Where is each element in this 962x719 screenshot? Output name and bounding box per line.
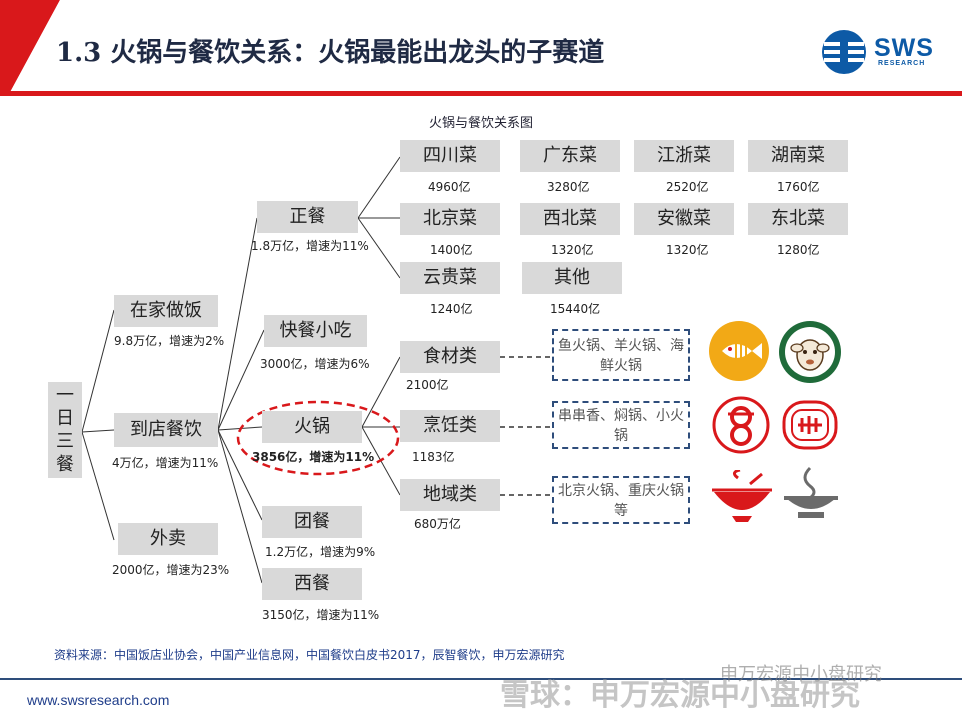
website-link[interactable]: www.swsresearch.com <box>27 692 170 708</box>
cuisine-label: 四川菜 <box>423 145 477 166</box>
hotpot-type-value: 680万亿 <box>414 517 461 531</box>
cuisine-value: 2520亿 <box>666 180 709 194</box>
node-label: 快餐小吃 <box>279 320 352 341</box>
hotpot-examples-ingredient: 鱼火锅、羊火锅、海鲜火锅 <box>552 329 690 381</box>
node-value: 3000亿，增速为6% <box>260 357 370 371</box>
cuisine-yungui: 云贵菜 <box>400 262 500 294</box>
cuisine-label: 西北菜 <box>543 208 597 229</box>
node-value: 3150亿，增速为11% <box>262 608 380 622</box>
diagram-title: 火锅与餐饮关系图 <box>428 116 533 131</box>
hotpot-type-label: 食材类 <box>423 346 477 367</box>
cuisine-label: 云贵菜 <box>423 267 477 288</box>
logo-text: SWS <box>874 34 934 62</box>
node-value: 2000亿，增速为23% <box>112 563 230 577</box>
page-title: 1.3 火锅与餐饮关系：火锅最能出龙头的子赛道 <box>56 38 605 68</box>
node-value: 1.8万亿，增速为11% <box>251 239 369 253</box>
cuisine-northwest: 西北菜 <box>520 203 620 235</box>
cuisine-other: 其他 <box>522 262 622 294</box>
node-label: 到店餐饮 <box>130 419 202 440</box>
hotpot-type-label: 地域类 <box>423 484 477 505</box>
node-dine-in: 到店餐饮 <box>114 413 218 447</box>
cuisine-anhui: 安徽菜 <box>634 203 734 235</box>
hotpot-type-ingredient: 食材类 <box>400 341 500 373</box>
node-home-cooking: 在家做饭 <box>114 295 218 327</box>
cuisine-label: 其他 <box>554 267 590 288</box>
cuisine-northeast: 东北菜 <box>748 203 848 235</box>
cuisine-value: 4960亿 <box>428 180 471 194</box>
root-node: 一日三餐 <box>48 382 82 478</box>
node-value: 1.2万亿，增速为9% <box>265 545 376 559</box>
hotpot-type-value: 2100亿 <box>406 378 449 392</box>
source-note: 资料来源：中国饭店业协会，中国产业信息网，中国餐饮白皮书2017，辰智餐饮，申万… <box>54 648 565 662</box>
cuisine-label: 江浙菜 <box>657 145 711 166</box>
cuisine-value: 1320亿 <box>551 243 594 257</box>
cuisine-label: 广东菜 <box>543 145 597 166</box>
node-value: 4万亿，增速为11% <box>112 456 219 470</box>
node-fast-food: 快餐小吃 <box>264 315 367 347</box>
cuisine-hunan: 湖南菜 <box>748 140 848 172</box>
chongqing-hotpot-logo-icon <box>784 466 838 518</box>
cuisine-sichuan: 四川菜 <box>400 140 500 172</box>
footer-rule <box>0 678 962 680</box>
header-band <box>0 0 962 96</box>
node-western-food: 西餐 <box>262 568 362 600</box>
node-value: 3856亿，增速为11% <box>252 450 375 464</box>
root-label: 一日三餐 <box>56 385 74 475</box>
cuisine-value: 3280亿 <box>547 180 590 194</box>
cuisine-guangdong: 广东菜 <box>520 140 620 172</box>
hotpot-examples-regional: 北京火锅、重庆火锅等 <box>552 476 690 524</box>
cuisine-label: 湖南菜 <box>771 145 825 166</box>
cuisine-label: 安徽菜 <box>657 208 711 229</box>
lamb-hotpot-logo-icon <box>779 321 841 383</box>
examples-text: 北京火锅、重庆火锅等 <box>558 483 684 519</box>
fish-hotpot-logo-icon <box>709 321 769 381</box>
node-formal-dining: 正餐 <box>257 201 358 233</box>
cuisine-label: 北京菜 <box>423 208 477 229</box>
hotpot-type-cooking: 烹饪类 <box>400 410 500 442</box>
watermark-text-small: 申万宏源中小盘研究 <box>720 664 882 685</box>
cuisine-label: 东北菜 <box>771 208 825 229</box>
cuisine-value: 1760亿 <box>777 180 820 194</box>
hotpot-type-label: 烹饪类 <box>423 415 477 436</box>
cuisine-value: 1280亿 <box>777 243 820 257</box>
cuisine-beijing: 北京菜 <box>400 203 500 235</box>
hotpot-examples-cooking: 串串香、焖锅、小火锅 <box>552 401 690 449</box>
node-label: 在家做饭 <box>130 300 202 321</box>
cuisine-value: 1240亿 <box>430 302 473 316</box>
node-value: 9.8万亿，增速为2% <box>114 334 225 348</box>
node-label: 西餐 <box>294 573 330 594</box>
cuisine-jiangzhe: 江浙菜 <box>634 140 734 172</box>
cuisine-value: 15440亿 <box>550 302 601 316</box>
node-group-meal: 团餐 <box>262 506 362 538</box>
node-label: 外卖 <box>150 528 186 549</box>
hotpot-type-value: 1183亿 <box>412 450 455 464</box>
header-red-rule <box>0 91 962 96</box>
node-takeout: 外卖 <box>118 523 218 555</box>
logo-subtext: RESEARCH <box>878 60 926 67</box>
watermark-text: 雪球：申万宏源中小盘研究 <box>500 678 860 713</box>
sws-logo-icon <box>822 30 866 74</box>
hotpot-highlight-ellipse <box>236 400 400 476</box>
node-hotpot: 火锅 <box>262 411 362 443</box>
header-decoration <box>0 0 962 96</box>
examples-text: 鱼火锅、羊火锅、海鲜火锅 <box>558 338 684 374</box>
chuanchuan-logo-icon <box>712 396 770 454</box>
examples-text: 串串香、焖锅、小火锅 <box>558 408 684 444</box>
header-red-wedge <box>0 0 60 96</box>
node-label: 正餐 <box>289 206 326 227</box>
cuisine-value: 1320亿 <box>666 243 709 257</box>
node-label: 火锅 <box>294 416 330 437</box>
beijing-hotpot-logo-icon <box>712 470 772 522</box>
node-label: 团餐 <box>294 511 330 532</box>
cuisine-value: 1400亿 <box>430 243 473 257</box>
hotpot-type-regional: 地域类 <box>400 479 500 511</box>
braised-pot-logo-icon <box>782 400 838 450</box>
